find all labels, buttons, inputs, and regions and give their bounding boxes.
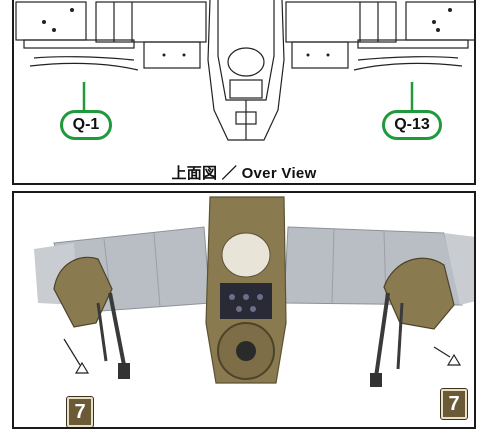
assembled-model-photo-panel: 7 7 — [12, 191, 476, 429]
model-photo — [34, 196, 474, 387]
line-drawing — [15, 0, 474, 141]
callout-q1: Q-1 — [60, 110, 112, 140]
over-view-diagram-panel: Q-1 Q-13 上面図 ／ Over View — [12, 0, 476, 185]
callout-q13: Q-13 — [382, 110, 442, 140]
view-caption: 上面図 ／ Over View — [171, 165, 317, 182]
paint-color-badge-left: 7 — [66, 396, 94, 427]
paint-color-badge-right: 7 — [440, 388, 468, 420]
